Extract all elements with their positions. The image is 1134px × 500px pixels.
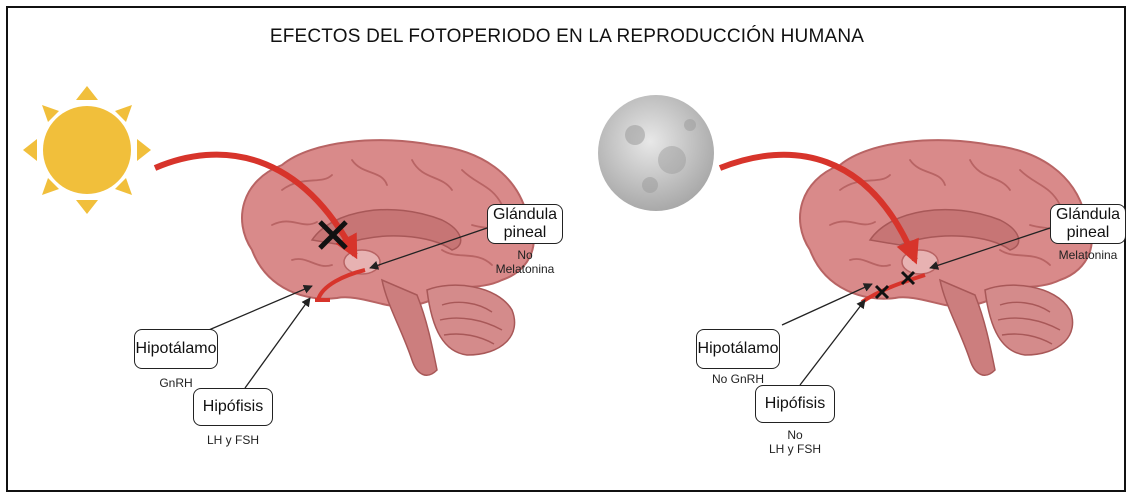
- pituitary-label-right: Hipófisis: [755, 385, 835, 423]
- pineal-label-right: Glándula pineal: [1050, 204, 1126, 244]
- pituitary-sub-right-line2: LH y FSH: [768, 442, 821, 457]
- x-mark-icon-left: [318, 220, 348, 250]
- x-mark-icon-right-pineal: [900, 270, 916, 286]
- pituitary-label-left: Hipófisis: [193, 388, 273, 426]
- hypothalamus-sub-right: No GnRH: [711, 372, 764, 386]
- pointer-pineal-left: [369, 227, 488, 270]
- hypothalamus-label-left: Hipotálamo: [134, 329, 218, 369]
- pituitary-sub-right: No LH y FSH: [755, 428, 835, 457]
- pointer-pineal-right: [929, 227, 1051, 270]
- red-pathway-left: [315, 268, 366, 302]
- pineal-sub-left-line1: No: [517, 248, 533, 262]
- sun-icon: [23, 86, 151, 214]
- light-arrow-left: [153, 151, 358, 260]
- x-mark-icon-right-hypothalamus: [874, 284, 890, 300]
- pituitary-sub-left: LH y FSH: [206, 433, 259, 447]
- pineal-label-left-line1: Glándula: [492, 206, 558, 224]
- brain-illustration-right: [799, 139, 1093, 377]
- pointer-pituitary-left: [244, 297, 311, 389]
- red-pathway-right: [860, 273, 926, 304]
- pituitary-sub-right-line1: No: [787, 428, 803, 442]
- moon-icon: [598, 95, 714, 211]
- pointer-hypothalamus-right: [781, 283, 873, 326]
- hypothalamus-sub-left: GnRH: [159, 376, 193, 390]
- pineal-sub-left-line2: Melatonina: [495, 262, 555, 277]
- pineal-label-right-line2: pineal: [1066, 224, 1110, 241]
- pointer-pituitary-right: [799, 299, 866, 386]
- hypothalamus-label-right: Hipotálamo: [696, 329, 780, 369]
- pineal-sub-left: No Melatonina: [487, 248, 563, 277]
- pineal-sub-right: Melatonina: [1058, 248, 1118, 262]
- pineal-label-right-line1: Glándula: [1055, 206, 1121, 224]
- pineal-label-left-line2: pineal: [503, 224, 547, 241]
- light-arrow-right: [718, 151, 919, 265]
- pineal-label-left: Glándula pineal: [487, 204, 563, 244]
- page-title: EFECTOS DEL FOTOPERIODO EN LA REPRODUCCI…: [269, 26, 865, 47]
